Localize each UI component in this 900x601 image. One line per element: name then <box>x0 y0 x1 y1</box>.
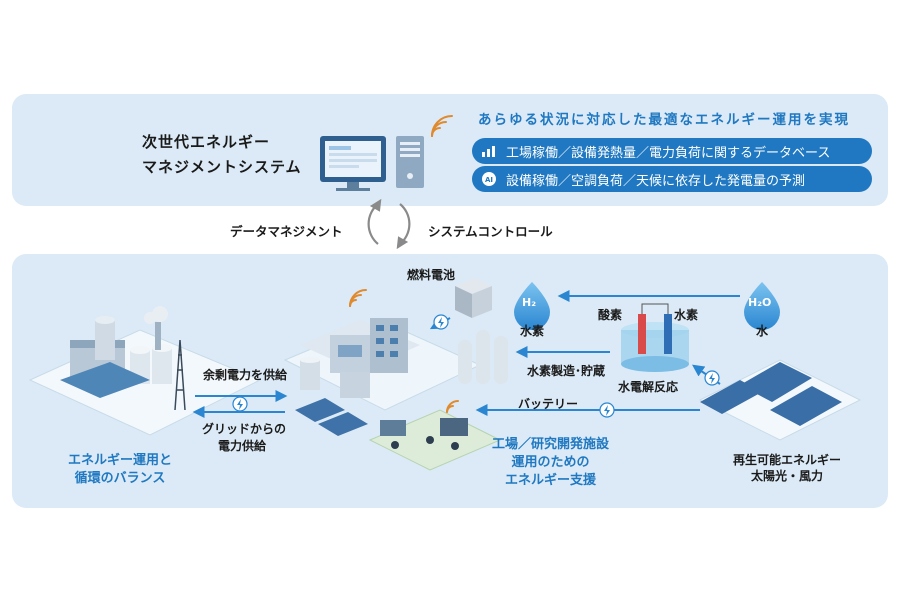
cycle-arrows <box>367 198 411 250</box>
feature-database-text: 工場稼働／設備発熱量／電力負荷に関するデータベース <box>506 145 831 161</box>
feature-database: 工場稼働／設備発熱量／電力負荷に関するデータベース <box>472 138 872 164</box>
hydrogen-label: 水素 <box>520 324 545 338</box>
hydrogen-electrode-label: 水素 <box>674 308 699 322</box>
wifi-icon-lab <box>446 400 459 413</box>
power-plant-illustration <box>60 306 186 411</box>
bar-chart-icon <box>480 142 498 160</box>
fuel-cell-illustration <box>455 278 492 318</box>
support-label: 工場／研究開発施設 運用のための エネルギー支援 <box>478 436 623 490</box>
wifi-icon-factory <box>349 289 367 307</box>
hydrogen-tank-illustration <box>458 330 508 384</box>
computer-icon <box>320 136 386 191</box>
grid-supply-line1: グリッドからの <box>202 422 287 436</box>
system-title-line2: マネジメントシステム <box>142 158 302 176</box>
renewable-line1: 再生可能エネルギー <box>732 453 841 467</box>
server-icon <box>396 136 424 188</box>
h2o-droplet-icon <box>744 282 780 330</box>
factory-illustration <box>300 318 420 398</box>
svg-text:AI: AI <box>485 176 493 184</box>
bolt-icons <box>237 317 715 416</box>
feature-prediction: AI 設備稼働／空調負荷／天候に依存した発電量の予測 <box>472 166 872 192</box>
renewable-label: 再生可能エネルギー 太陽光・風力 <box>722 452 852 484</box>
renewable-line2: 太陽光・風力 <box>750 469 823 483</box>
h2o-symbol: H₂O <box>748 296 772 309</box>
balance-line2: 循環のバランス <box>74 471 166 486</box>
surplus-power-label: 余剰電力を供給 <box>203 368 288 382</box>
support-line2: 運用のための <box>511 455 590 470</box>
headline: あらゆる状況に対応した最適なエネルギー運用を実現 <box>478 112 850 128</box>
battery-label: バッテリー <box>518 397 579 411</box>
system-control-label: システムコントロール <box>428 224 553 239</box>
grid-supply-label: グリッドからの 電力供給 <box>202 420 287 454</box>
h2-droplet-icon <box>514 282 550 330</box>
production-storage-label: 水素製造･貯蔵 <box>527 364 606 378</box>
balance-line1: エネルギー運用と <box>67 453 172 468</box>
electrolysis-tank-illustration <box>621 303 689 372</box>
h2-symbol: H₂ <box>522 296 537 309</box>
flow-arrows <box>192 290 740 418</box>
support-line3: エネルギー支援 <box>504 473 596 488</box>
electrolysis-label: 水電解反応 <box>618 380 679 394</box>
oxygen-label: 酸素 <box>598 308 623 322</box>
ai-icon: AI <box>480 170 498 188</box>
feature-prediction-text: 設備稼働／空調負荷／天候に依存した発電量の予測 <box>506 173 806 189</box>
balance-label: エネルギー運用と 循環のバランス <box>55 452 185 488</box>
water-label: 水 <box>756 324 769 338</box>
support-line1: 工場／研究開発施設 <box>491 437 609 452</box>
fuel-cell-label: 燃料電池 <box>407 268 456 282</box>
solar-panels-right <box>700 362 842 426</box>
solar-panels-center <box>295 398 368 436</box>
lab-illustration <box>380 418 468 450</box>
system-title-line1: 次世代エネルギー <box>142 133 271 151</box>
grid-supply-line2: 電力供給 <box>217 439 266 453</box>
wifi-icon-top <box>431 115 453 137</box>
data-management-label: データマネジメント <box>230 224 343 239</box>
